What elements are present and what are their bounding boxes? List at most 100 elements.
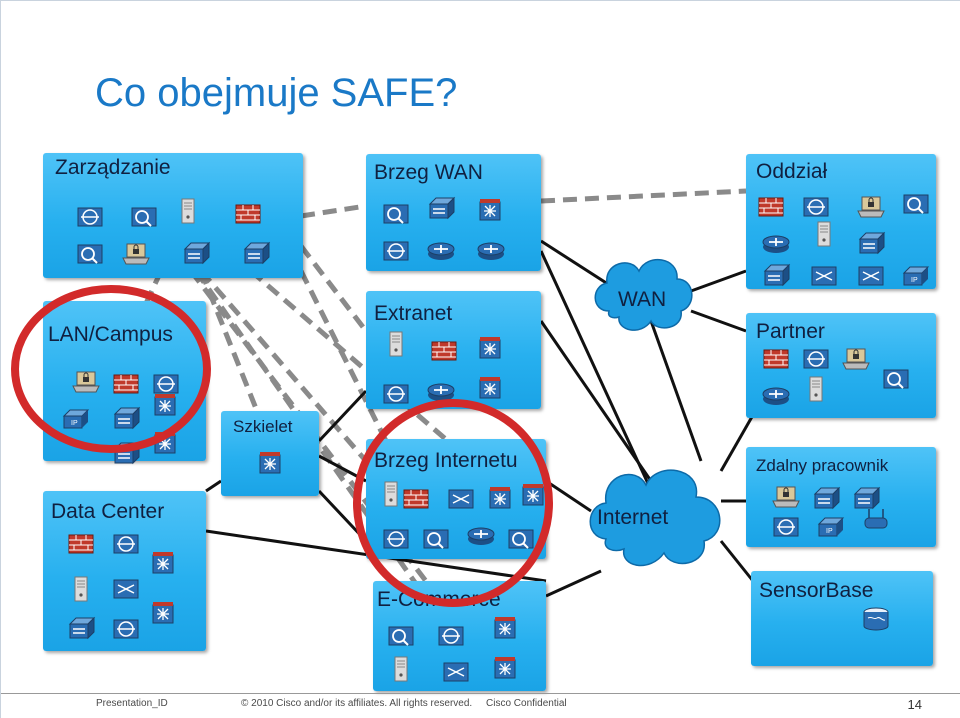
vpn-icon	[75, 204, 105, 235]
module-extranet-label: Extranet	[374, 302, 453, 325]
server-icon	[809, 221, 839, 252]
switch-icon	[426, 196, 456, 227]
router-icon	[761, 383, 791, 414]
module-partner-label: Partner	[756, 320, 825, 343]
multilayer-switch-icon	[476, 336, 506, 367]
module-oddzial-label: Oddział	[756, 160, 828, 183]
router-icon	[761, 231, 791, 262]
module-lan-campus-label: LAN/Campus	[48, 323, 173, 346]
multilayer-switch-icon	[256, 451, 286, 482]
vpn-icon	[801, 194, 831, 225]
wan-cloud	[594, 258, 693, 331]
server-icon	[801, 376, 831, 407]
multilayer-switch-icon	[486, 486, 516, 517]
server-icon	[386, 656, 416, 687]
ips-icon	[506, 526, 536, 557]
module-zdalny-pracownik-label: Zdalny pracownik	[756, 456, 889, 475]
switch-icon	[811, 486, 841, 517]
ips-icon	[381, 201, 411, 232]
ip-phone-icon: IP	[61, 406, 91, 437]
ips-icon	[386, 623, 416, 654]
switch-icon	[851, 486, 881, 517]
footer-confidential: Cisco Confidential	[486, 698, 567, 709]
footer-copyright: © 2010 Cisco and/or its affiliates. All …	[241, 698, 473, 709]
internet-cloud-label: Internet	[597, 506, 669, 529]
svg-text:IP: IP	[826, 528, 833, 535]
page-title: Co obejmuje SAFE?	[95, 71, 458, 115]
laptop-lock-icon	[771, 484, 801, 515]
content-switch-icon	[111, 576, 141, 607]
router-icon	[426, 379, 456, 410]
content-switch-icon	[856, 263, 886, 294]
vpn-icon	[111, 531, 141, 562]
vpn-icon	[111, 616, 141, 647]
ip-phone-icon: IP	[816, 514, 846, 545]
vpn-icon	[436, 623, 466, 654]
server-icon	[66, 576, 96, 607]
vpn-icon	[801, 346, 831, 377]
multilayer-switch-icon	[151, 393, 181, 424]
module-zarzadzanie-label: Zarządzanie	[55, 156, 171, 179]
laptop-lock-icon	[841, 346, 871, 377]
footer-presentation-id: Presentation_ID	[96, 698, 168, 709]
content-switch-icon	[441, 659, 471, 690]
module-sensorbase-label: SensorBase	[759, 579, 874, 602]
multilayer-switch-icon	[151, 431, 181, 462]
multilayer-switch-icon	[476, 376, 506, 407]
wireless-ap-icon	[861, 506, 891, 537]
switch-icon	[856, 231, 886, 262]
wan-cloud-label: WAN	[618, 288, 667, 311]
firewall-icon	[66, 531, 96, 562]
firewall-icon	[401, 486, 431, 517]
ips-icon	[75, 241, 105, 272]
laptop-icon	[856, 194, 886, 225]
firewall-icon	[761, 346, 791, 377]
svg-text:IP: IP	[911, 277, 918, 284]
switch-icon	[241, 241, 271, 272]
multilayer-switch-icon	[519, 483, 549, 514]
switch-icon	[111, 406, 141, 437]
multilayer-switch-icon	[149, 551, 179, 582]
module-brzeg-wan-label: Brzeg WAN	[374, 161, 483, 184]
switch-icon	[66, 616, 96, 647]
internet-cloud	[589, 469, 721, 567]
ips-icon	[129, 204, 159, 235]
multilayer-switch-icon	[491, 656, 521, 687]
vpn-icon	[381, 526, 411, 557]
server-icon	[381, 331, 411, 362]
module-e-commerce-label: E-Commerce	[377, 588, 501, 611]
content-switch-icon	[446, 486, 476, 517]
footer-divider	[1, 693, 960, 694]
multilayer-switch-icon	[149, 601, 179, 632]
ips-icon	[881, 366, 911, 397]
laptop-lock-icon	[71, 369, 101, 400]
router-icon	[476, 238, 506, 269]
laptop-icon	[121, 241, 151, 272]
multilayer-switch-icon	[491, 616, 521, 647]
switch-icon	[761, 263, 791, 294]
ip-phone-icon: IP	[901, 263, 931, 294]
firewall-icon	[233, 201, 263, 232]
firewall-icon	[429, 338, 459, 369]
vpn-icon	[381, 381, 411, 412]
router-icon	[426, 238, 456, 269]
svg-text:IP: IP	[71, 420, 78, 427]
server-icon	[173, 198, 203, 229]
switch-icon	[111, 441, 141, 472]
ips-icon	[901, 191, 931, 222]
module-brzeg-internetu-label: Brzeg Internetu	[374, 449, 518, 472]
router-icon	[466, 523, 496, 554]
ips-icon	[421, 526, 451, 557]
firewall-icon	[756, 194, 786, 225]
module-szkielet-label: Szkielet	[233, 417, 293, 436]
vpn-icon	[381, 238, 411, 269]
switch-icon	[181, 241, 211, 272]
module-data-center-label: Data Center	[51, 500, 165, 523]
vpn-icon	[771, 514, 801, 545]
module-sensorbase[interactable]: SensorBase	[751, 571, 933, 666]
multilayer-switch-icon	[476, 198, 506, 229]
globe-db-icon	[861, 606, 891, 637]
firewall-icon	[111, 371, 141, 402]
content-switch-icon	[809, 263, 839, 294]
